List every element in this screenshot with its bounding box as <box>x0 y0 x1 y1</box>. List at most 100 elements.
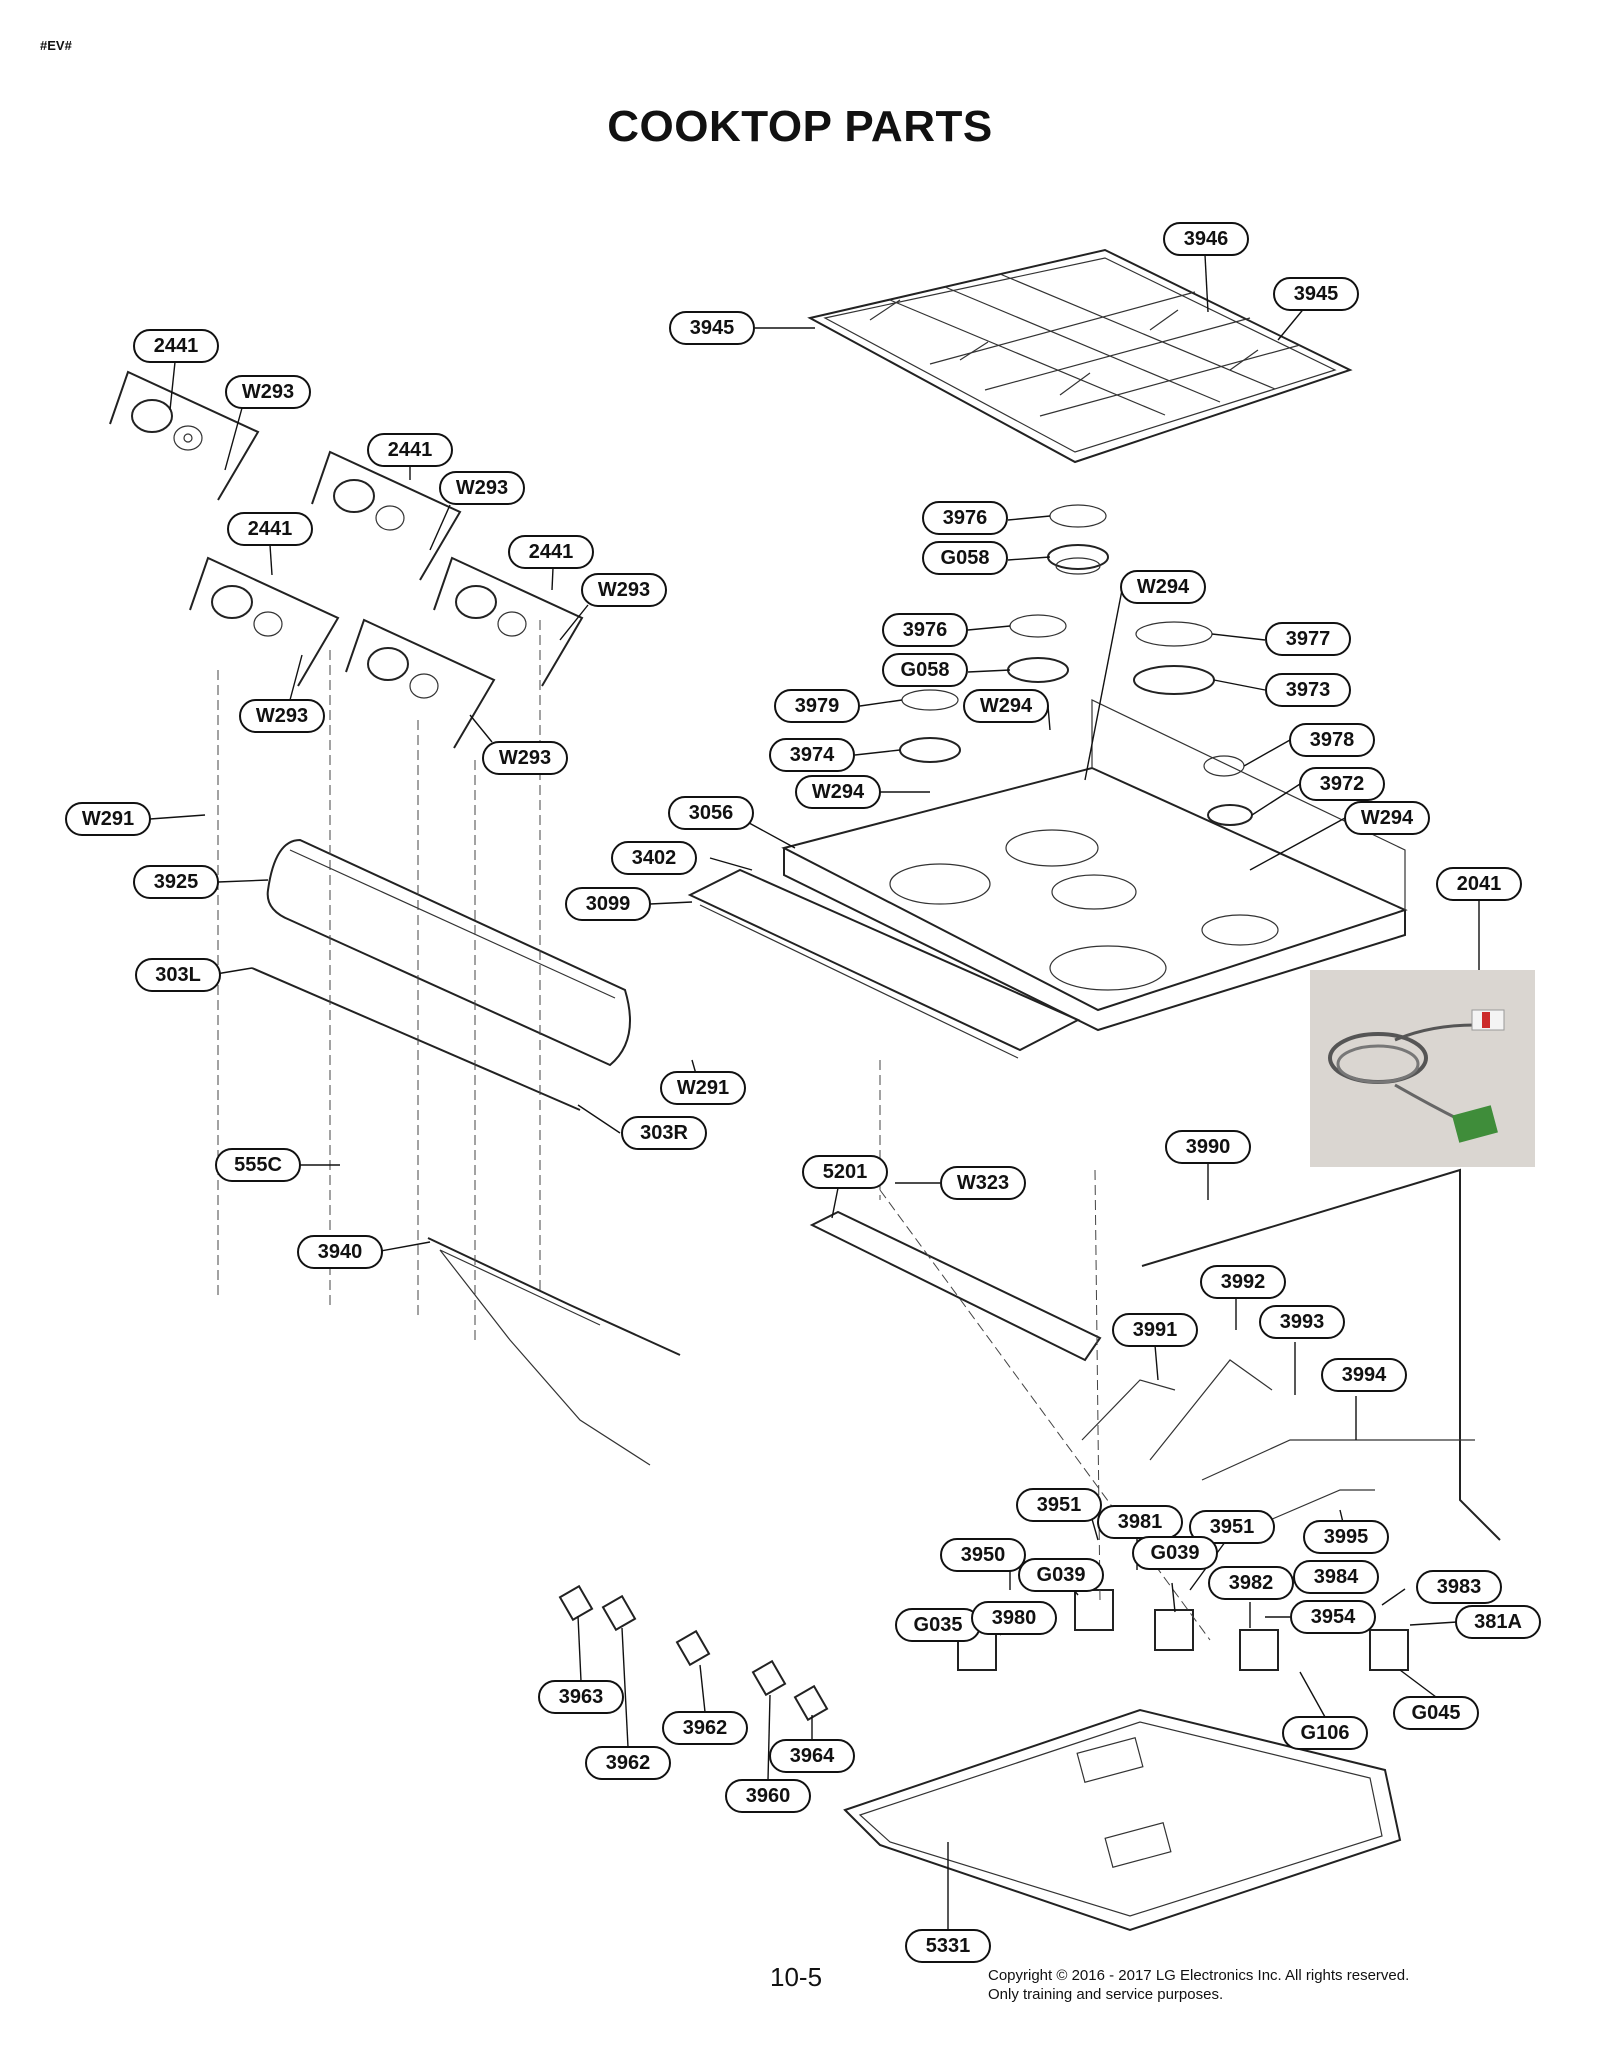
svg-text:W293: W293 <box>256 705 308 727</box>
callout-3973: 3973 <box>1265 673 1351 707</box>
svg-text:3984: 3984 <box>1314 1566 1359 1588</box>
svg-text:3976: 3976 <box>903 619 948 641</box>
callout-3963: 3963 <box>538 1680 624 1714</box>
svg-text:3973: 3973 <box>1286 679 1331 701</box>
svg-text:3960: 3960 <box>746 1785 791 1807</box>
callout-3950: 3950 <box>940 1538 1026 1572</box>
svg-text:3099: 3099 <box>586 893 631 915</box>
callout-2441-b: 2441 <box>367 433 453 467</box>
callout-3974: 3974 <box>769 738 855 772</box>
svg-text:3954: 3954 <box>1311 1606 1356 1628</box>
copyright-notice: Copyright © 2016 - 2017 LG Electronics I… <box>988 1966 1409 2004</box>
cooktop-pan <box>781 699 1408 1032</box>
burner-support-bar <box>809 1210 1102 1362</box>
callout-w291-b: W291 <box>660 1071 746 1105</box>
callout-303r: 303R <box>621 1116 707 1150</box>
svg-text:3995: 3995 <box>1324 1526 1369 1548</box>
callout-5331: 5331 <box>905 1929 991 1963</box>
callout-g058-a: G058 <box>922 541 1008 575</box>
svg-text:3963: 3963 <box>559 1686 604 1708</box>
callout-3992: 3992 <box>1200 1265 1286 1299</box>
svg-text:555C: 555C <box>234 1154 282 1176</box>
svg-text:3980: 3980 <box>992 1607 1037 1629</box>
callout-3951-a: 3951 <box>1016 1488 1102 1522</box>
svg-text:2441: 2441 <box>154 335 199 357</box>
svg-text:303R: 303R <box>640 1122 688 1144</box>
page-title: COOKTOP PARTS <box>607 102 993 151</box>
callout-3980: 3980 <box>971 1601 1057 1635</box>
svg-text:W293: W293 <box>598 579 650 601</box>
manifold-bracket <box>687 868 1081 1059</box>
svg-text:3950: 3950 <box>961 1544 1006 1566</box>
assembly-guide-lines <box>217 620 1211 1641</box>
callout-3978: 3978 <box>1289 723 1375 757</box>
svg-text:3976: 3976 <box>943 507 988 529</box>
svg-text:3940: 3940 <box>318 1241 363 1263</box>
svg-text:G058: G058 <box>901 659 950 681</box>
callout-3993: 3993 <box>1259 1305 1345 1339</box>
callout-3991: 3991 <box>1112 1313 1198 1347</box>
callout-3951-b: 3951 <box>1189 1510 1275 1544</box>
callout-3972: 3972 <box>1299 767 1385 801</box>
callout-3977: 3977 <box>1265 622 1351 656</box>
callout-w294-d: W294 <box>1344 801 1430 835</box>
svg-text:W294: W294 <box>1361 807 1414 829</box>
callout-3976-a: 3976 <box>922 501 1008 535</box>
callout-w293-a: W293 <box>225 375 311 409</box>
svg-text:3994: 3994 <box>1342 1364 1387 1386</box>
svg-text:3972: 3972 <box>1320 773 1365 795</box>
svg-text:3979: 3979 <box>795 695 840 717</box>
svg-text:3946: 3946 <box>1184 228 1229 250</box>
callout-3402: 3402 <box>611 841 697 875</box>
svg-text:W294: W294 <box>1137 576 1190 598</box>
callout-3099: 3099 <box>565 887 651 921</box>
svg-text:3993: 3993 <box>1280 1311 1325 1333</box>
svg-text:3977: 3977 <box>1286 628 1331 650</box>
gas-tubes <box>1081 1168 1501 1541</box>
burner-box <box>843 1708 1402 1932</box>
callout-303l: 303L <box>135 958 221 992</box>
svg-text:3945: 3945 <box>1294 283 1339 305</box>
page-tag: #EV# <box>40 38 72 53</box>
callout-g058-b: G058 <box>882 653 968 687</box>
svg-text:2441: 2441 <box>248 518 293 540</box>
callout-3962-b: 3962 <box>585 1746 671 1780</box>
svg-text:3983: 3983 <box>1437 1576 1482 1598</box>
copyright-line-1: Copyright © 2016 - 2017 LG Electronics I… <box>988 1967 1410 1984</box>
callout-g035: G035 <box>895 1608 981 1642</box>
callout-2441-a: 2441 <box>133 329 219 363</box>
callout-3983: 3983 <box>1416 1570 1502 1604</box>
page-number: 10-5 <box>770 1962 823 1992</box>
callout-3945-right: 3945 <box>1273 277 1359 311</box>
svg-text:2041: 2041 <box>1457 873 1502 895</box>
callout-w293-d: W293 <box>239 699 325 733</box>
callout-w293-c: W293 <box>581 573 667 607</box>
svg-text:G045: G045 <box>1412 1702 1461 1724</box>
callout-3990: 3990 <box>1165 1130 1251 1164</box>
svg-text:2441: 2441 <box>529 541 574 563</box>
callout-g039-a: G039 <box>1018 1558 1104 1592</box>
svg-text:W291: W291 <box>677 1077 729 1099</box>
callout-w294-c: W294 <box>795 775 881 809</box>
leader-lines <box>149 254 1480 1930</box>
svg-text:3978: 3978 <box>1310 729 1355 751</box>
callout-555c: 555C <box>215 1148 301 1182</box>
svg-text:W294: W294 <box>812 781 865 803</box>
burner-valves <box>558 1584 829 1722</box>
callout-5201: 5201 <box>802 1155 888 1189</box>
control-panel <box>251 838 631 1111</box>
callout-3979: 3979 <box>774 689 860 723</box>
svg-text:W294: W294 <box>980 695 1033 717</box>
svg-text:3962: 3962 <box>606 1752 651 1774</box>
svg-text:3974: 3974 <box>790 744 835 766</box>
svg-text:5331: 5331 <box>926 1935 971 1957</box>
control-knobs <box>109 370 584 749</box>
callout-3964: 3964 <box>769 1739 855 1773</box>
svg-text:3964: 3964 <box>790 1745 835 1767</box>
callout-3925: 3925 <box>133 865 219 899</box>
callout-g045: G045 <box>1393 1696 1479 1730</box>
callout-3995: 3995 <box>1303 1520 1389 1554</box>
svg-text:W293: W293 <box>499 747 551 769</box>
callout-3945-left: 3945 <box>669 311 755 345</box>
